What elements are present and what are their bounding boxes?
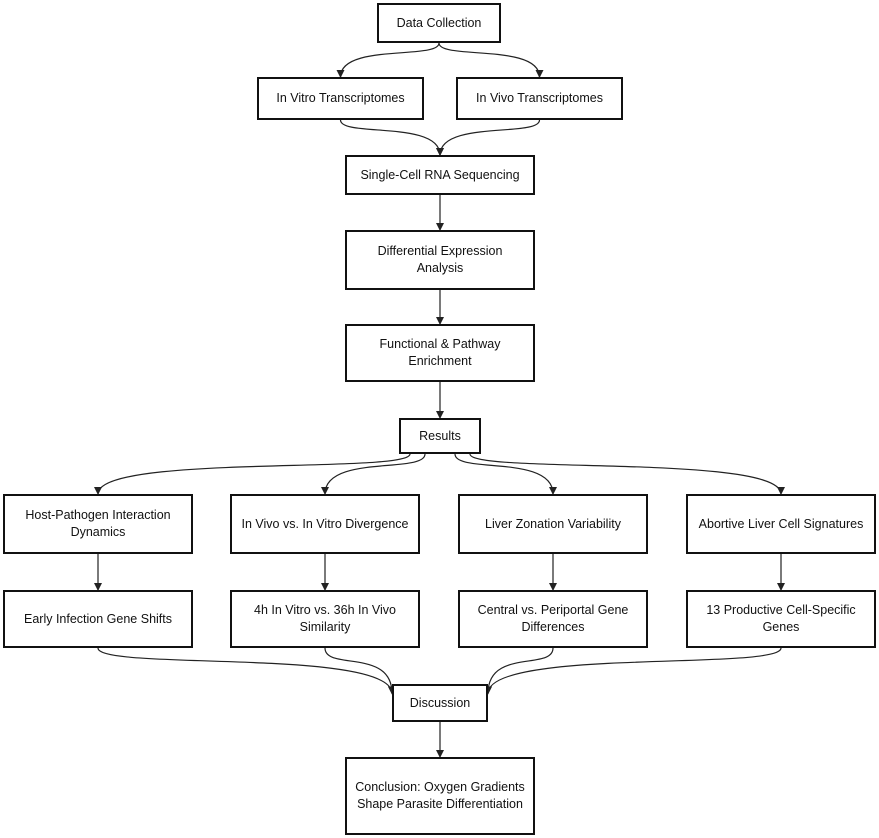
node-label: Central vs. Periportal Gene Differences <box>477 603 629 634</box>
edge-results-to-divergence <box>321 453 426 495</box>
node-discussion: Discussion <box>392 684 488 722</box>
edge-early_infection-to-discussion <box>97 647 396 695</box>
node-label: In Vivo vs. In Vitro Divergence <box>241 516 409 531</box>
node-functional-pathway-enrichment: Functional & Pathway Enrichment <box>345 324 535 382</box>
edge-results-to-abortive <box>469 453 785 495</box>
node-label: Liver Zonation Variability <box>485 516 621 531</box>
edge-in_vitro-to-scrna <box>339 119 444 156</box>
node-label: Conclusion: Oxygen Gradients Shape Paras… <box>355 780 525 811</box>
edge-central_periportal-to-discussion <box>484 647 554 695</box>
node-label: Data Collection <box>396 15 482 30</box>
node-in-vivo-transcriptomes: In Vivo Transcriptomes <box>456 77 623 120</box>
node-label: Early Infection Gene Shifts <box>24 611 172 626</box>
node-abortive-liver-cell-signatures: Abortive Liver Cell Signatures <box>686 494 876 554</box>
node-label: In Vitro Transcriptomes <box>276 91 405 105</box>
node-differential-expression-analysis: Differential Expression Analysis <box>345 230 535 290</box>
node-conclusion: Conclusion: Oxygen Gradients Shape Paras… <box>345 757 535 835</box>
node-host-pathogen-interaction: Host-Pathogen Interaction Dynamics <box>3 494 193 554</box>
node-4h-vs-36h-similarity: 4h In Vitro vs. 36h In Vivo Similarity <box>230 590 420 648</box>
node-label: 13 Productive Cell-Specific Genes <box>706 603 856 634</box>
node-label: Abortive Liver Cell Signatures <box>698 516 864 531</box>
edge-productive_genes-to-discussion <box>484 647 782 695</box>
node-in-vivo-vs-in-vitro-divergence: In Vivo vs. In Vitro Divergence <box>230 494 420 554</box>
node-in-vitro-transcriptomes: In Vitro Transcriptomes <box>257 77 424 120</box>
node-label: Results <box>419 428 461 443</box>
edge-results-to-host_pathogen <box>94 453 411 495</box>
edge-in_vivo-to-scrna <box>436 119 541 156</box>
edge-results-to-zonation <box>454 453 557 495</box>
node-label: Discussion <box>409 695 471 710</box>
node-label: Host-Pathogen Interaction Dynamics <box>25 508 171 539</box>
edge-data_collection-to-in_vivo <box>438 42 544 78</box>
node-single-cell-rna-sequencing: Single-Cell RNA Sequencing <box>345 155 535 195</box>
node-label: Differential Expression Analysis <box>377 244 503 275</box>
node-results: Results <box>399 418 481 454</box>
edge-data_collection-to-in_vitro <box>336 42 440 78</box>
node-label: Single-Cell RNA Sequencing <box>360 167 520 182</box>
node-13-productive-genes: 13 Productive Cell-Specific Genes <box>686 590 876 648</box>
node-liver-zonation-variability: Liver Zonation Variability <box>458 494 648 554</box>
edge-similarity-to-discussion <box>324 647 396 695</box>
node-label: In Vivo Transcriptomes <box>476 91 603 105</box>
node-label: 4h In Vitro vs. 36h In Vivo Similarity <box>254 603 396 634</box>
node-label: Functional & Pathway Enrichment <box>379 337 501 368</box>
node-data-collection: Data Collection <box>377 3 501 43</box>
node-early-infection-gene-shifts: Early Infection Gene Shifts <box>3 590 193 648</box>
node-central-vs-periportal: Central vs. Periportal Gene Differences <box>458 590 648 648</box>
